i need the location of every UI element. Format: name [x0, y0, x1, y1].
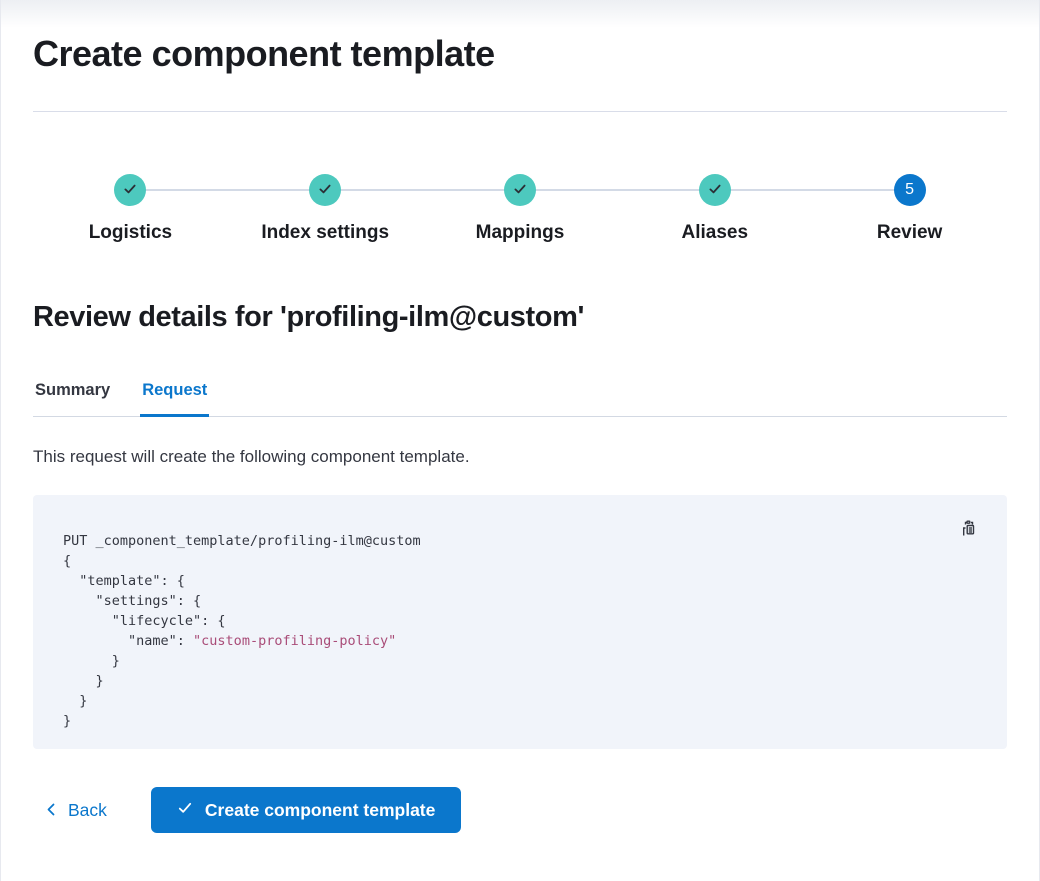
review-tabs: Summary Request [33, 381, 1007, 417]
check-icon [317, 181, 333, 200]
back-button[interactable]: Back [45, 800, 107, 821]
step-label: Mappings [475, 222, 565, 243]
step-mappings[interactable]: Mappings [423, 174, 618, 244]
request-description: This request will create the following c… [33, 447, 470, 466]
step-current-circle: 5 [893, 174, 926, 206]
create-button-label: Create component template [204, 799, 436, 820]
tab-request[interactable]: Request [140, 381, 210, 417]
step-label: Aliases [681, 222, 749, 243]
step-label: Logistics [88, 222, 173, 243]
title-divider [33, 111, 1007, 112]
step-complete-circle [698, 174, 731, 206]
code-content: PUT _component_template/profiling-ilm@cu… [63, 533, 421, 729]
page-title: Create component template [33, 33, 495, 74]
copy-to-clipboard-button[interactable] [957, 517, 981, 541]
step-complete-circle [114, 174, 147, 206]
check-icon [512, 181, 528, 200]
review-heading: Review details for 'profiling-ilm@custom… [33, 301, 584, 333]
check-icon [177, 800, 193, 821]
step-progress: Logistics Index settings Mappings [33, 174, 1007, 244]
step-complete-circle [309, 174, 342, 206]
copy-clipboard-icon [959, 520, 979, 542]
check-icon [122, 181, 138, 200]
chevron-left-icon [45, 800, 58, 821]
step-logistics[interactable]: Logistics [33, 174, 228, 244]
create-component-template-button[interactable]: Create component template [150, 787, 462, 833]
step-review[interactable]: 5 Review [812, 174, 1007, 244]
request-code-block: PUT _component_template/profiling-ilm@cu… [33, 495, 1007, 749]
step-label: Index settings [261, 222, 390, 243]
tab-summary[interactable]: Summary [33, 381, 112, 417]
step-aliases[interactable]: Aliases [617, 174, 812, 244]
step-complete-circle [503, 174, 536, 206]
back-button-label: Back [68, 799, 107, 820]
step-index-settings[interactable]: Index settings [228, 174, 423, 244]
step-label: Review [876, 222, 943, 243]
footer-actions: Back Create component template [33, 787, 1007, 833]
check-icon [707, 181, 723, 200]
step-number: 5 [905, 181, 915, 198]
